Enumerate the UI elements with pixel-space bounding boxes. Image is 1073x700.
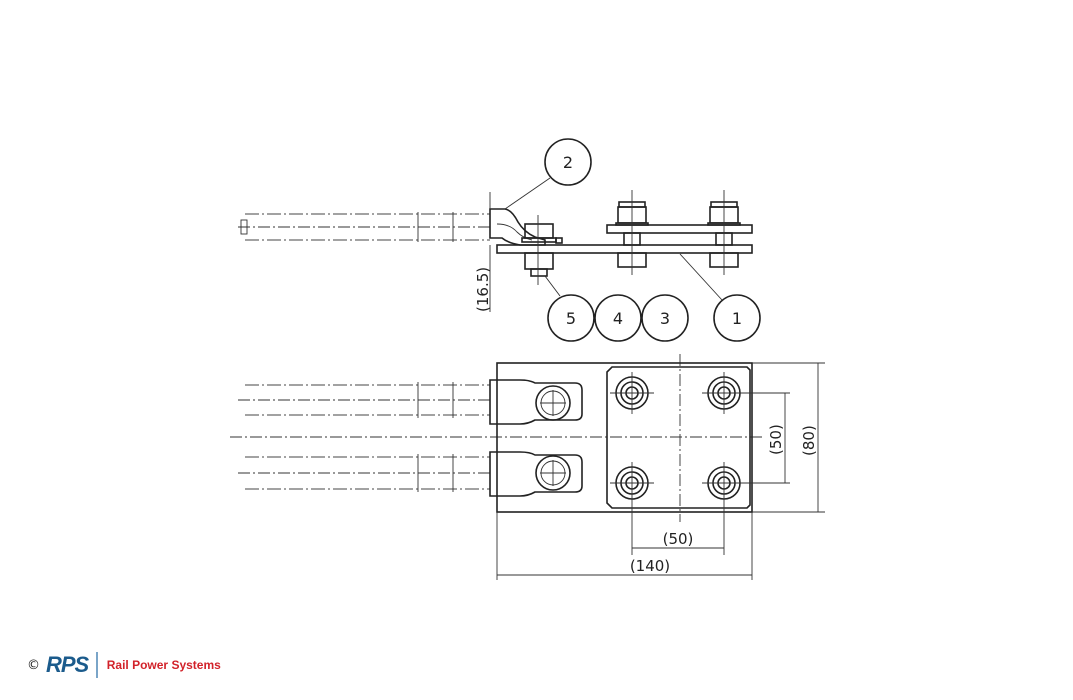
company-name: Rail Power Systems (106, 658, 221, 672)
cable-lug-top-1 (489, 379, 583, 425)
side-view: (16.5) 2 5 4 3 1 (238, 138, 761, 342)
dimension-50-horizontal: (50) (663, 530, 694, 548)
cable-side (238, 212, 490, 242)
bolt-side-1 (615, 190, 649, 275)
base-plate (496, 362, 753, 513)
copyright-symbol: © (27, 657, 40, 673)
rps-logo-mark: RPS (46, 652, 89, 677)
upper-plate (606, 366, 751, 509)
bolt-side-2 (707, 190, 741, 275)
logo-divider (96, 652, 98, 678)
balloon-5: 5 (566, 309, 576, 328)
bolts-top (610, 372, 790, 555)
cable-lug-top-2 (489, 451, 583, 497)
cables-top (238, 382, 490, 492)
cable-lug-side (489, 208, 546, 246)
balloon-3: 3 (660, 309, 670, 328)
bolt-5-side (521, 215, 563, 285)
company-logo: © RPS Rail Power Systems (27, 652, 221, 678)
balloon-1: 1 (732, 309, 742, 328)
dimension-16-5: (16.5) (474, 267, 492, 312)
dimension-50-vertical: (50) (767, 424, 785, 455)
top-view: (50) (80) (50) (140) (230, 354, 825, 580)
dimension-140: (140) (630, 557, 670, 575)
upper-bar (606, 224, 753, 234)
balloon-2: 2 (563, 153, 573, 172)
dimension-80: (80) (800, 425, 818, 456)
balloon-4: 4 (613, 309, 623, 328)
lower-bar (496, 244, 753, 254)
